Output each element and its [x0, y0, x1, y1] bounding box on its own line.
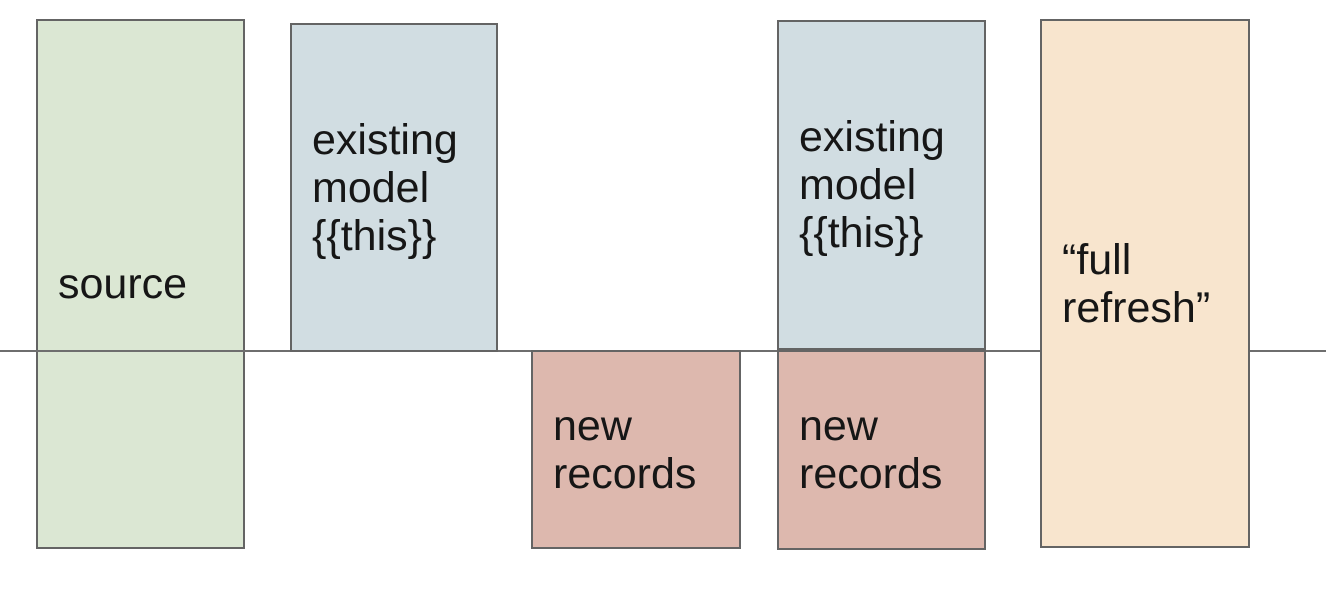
existing-model-box-2: existing model {{this}}: [777, 20, 986, 350]
existing-model-label-1: existing model {{this}}: [312, 115, 458, 260]
full-refresh-box: “full refresh”: [1040, 19, 1250, 548]
new-records-box-2: new records: [777, 350, 986, 550]
source-label: source: [58, 260, 188, 308]
full-refresh-label: “full refresh”: [1062, 235, 1211, 332]
source-box: source: [36, 19, 245, 549]
existing-model-box-1: existing model {{this}}: [290, 23, 498, 352]
new-records-label-1: new records: [553, 401, 697, 498]
existing-model-label-2: existing model {{this}}: [799, 113, 945, 257]
new-records-label-2: new records: [799, 402, 943, 498]
new-records-box-1: new records: [531, 350, 741, 549]
